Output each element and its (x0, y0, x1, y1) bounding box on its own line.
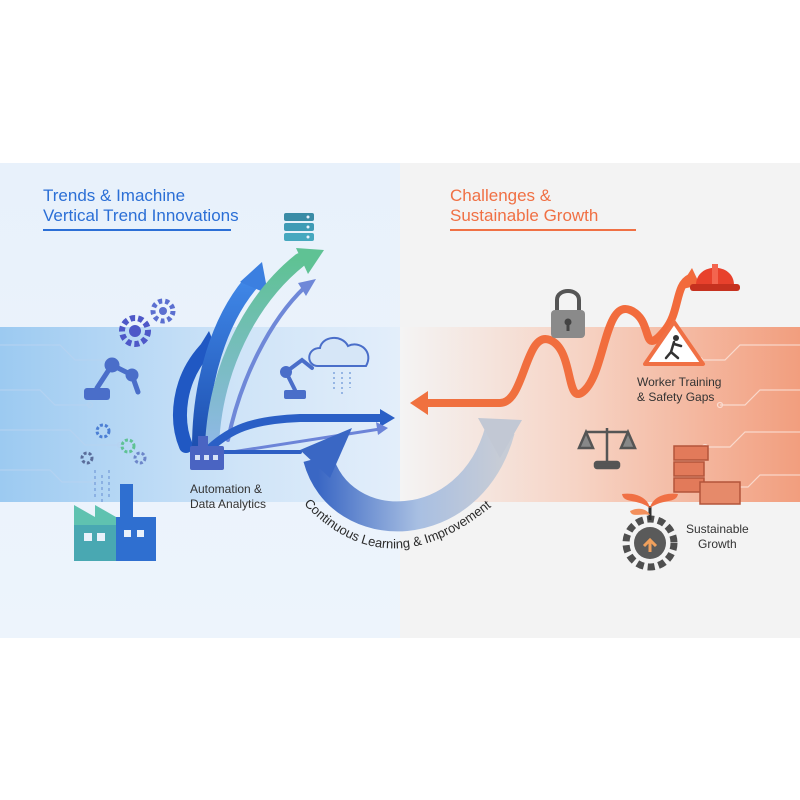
circuit-traces-left (0, 344, 124, 486)
worker-label-line2: & Safety Gaps (637, 390, 715, 404)
sprout-gear-icon (622, 493, 678, 571)
left-title-line1: Trends & Imachine (43, 186, 186, 205)
automation-label: Automation & Data Analytics (190, 482, 266, 512)
warning-worker-icon (643, 320, 705, 366)
automation-label-line2: Data Analytics (190, 497, 267, 511)
gears-icon (80, 298, 176, 465)
automation-label-line1: Automation & (190, 482, 263, 496)
sustainable-growth-label: Sustainable Growth (686, 522, 749, 552)
worker-training-label: Worker Training & Safety Gaps (637, 375, 721, 405)
left-title-line2: Vertical Trend Innovations (43, 206, 239, 225)
small-factory-icon (190, 436, 224, 470)
cycle-arrow (300, 418, 522, 532)
left-title-underline (43, 229, 231, 231)
right-title-underline (450, 229, 636, 231)
innovation-arrows (173, 248, 395, 456)
cloud-icon (308, 337, 370, 395)
sustainable-label-line2: Growth (698, 537, 737, 551)
bricks-icon (673, 445, 741, 505)
server-stack-icon (284, 213, 314, 241)
scales-icon (577, 428, 637, 470)
circuit-traces-right (696, 344, 800, 491)
lock-icon (551, 289, 585, 338)
robot-arm-icon (280, 357, 314, 399)
sustainable-label-line1: Sustainable (686, 522, 749, 536)
right-panel-title: Challenges & Sustainable Growth (450, 186, 598, 226)
right-title-line2: Sustainable Growth (450, 206, 599, 225)
factory-icon (74, 470, 156, 561)
robot-arm-icon (84, 357, 141, 400)
hard-hat-icon (690, 264, 740, 291)
left-panel-title: Trends & Imachine Vertical Trend Innovat… (43, 186, 239, 226)
worker-label-line1: Worker Training (637, 375, 722, 389)
right-title-line1: Challenges & (450, 186, 552, 205)
